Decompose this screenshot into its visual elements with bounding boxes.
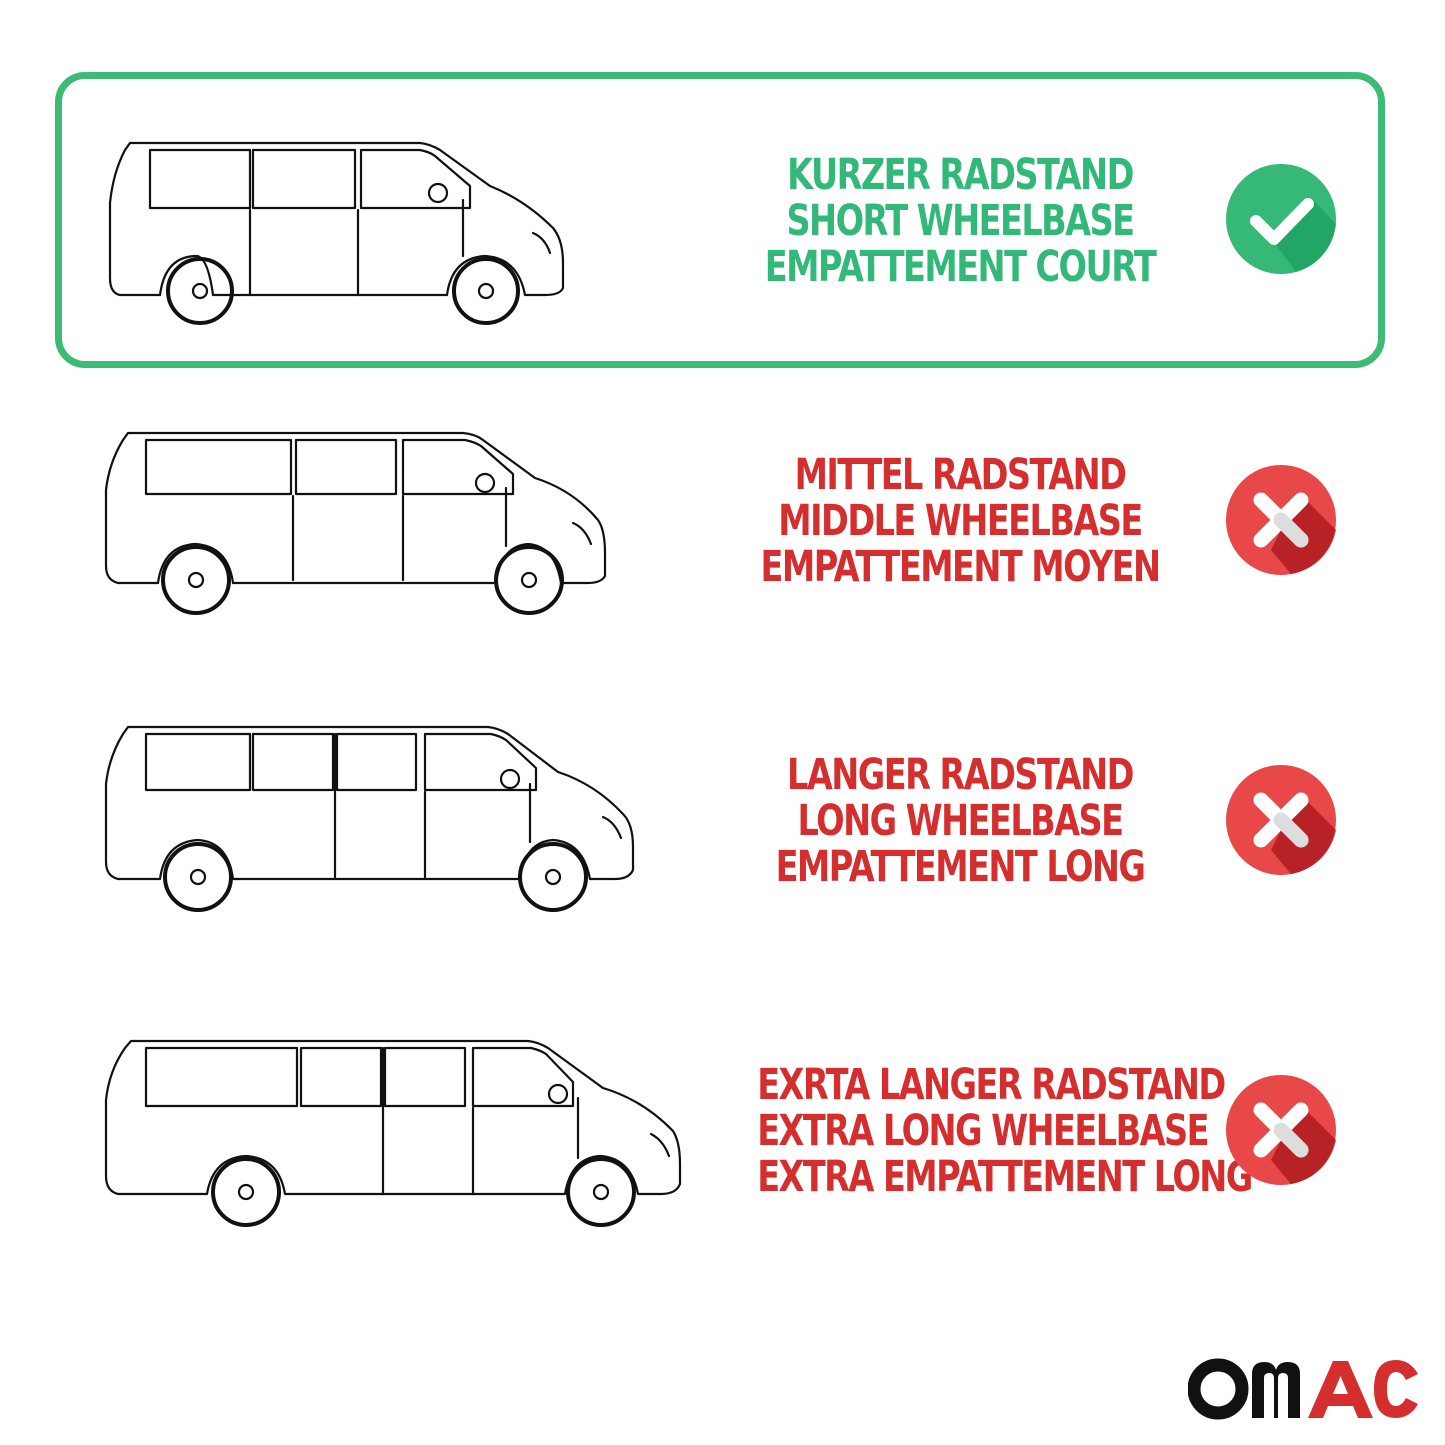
van-extra-long-wheelbase-illustration [103,1036,683,1231]
label-line-en: LONG WHEELBASE [797,796,1125,846]
label-line-fr: EMPATTEMENT LONG [775,842,1146,892]
wheelbase-label-middle: MITTEL RADSTAND MIDDLE WHEELBASE EMPATTE… [757,452,1163,590]
label-line-de: EXRTA LANGER RADSTAND [757,1060,1226,1110]
label-line-en: MIDDLE WHEELBASE [778,496,1143,546]
omac-logo [1188,1356,1420,1422]
wheelbase-label-extra-long: EXRTA LANGER RADSTAND EXTRA LONG WHEELBA… [757,1060,1253,1202]
wheelbase-label-long: LANGER RADSTAND LONG WHEELBASE EMPATTEME… [757,752,1163,890]
label-line-de: LANGER RADSTAND [787,750,1134,800]
van-middle-wheelbase-illustration [103,428,608,618]
wheelbase-label-short: KURZER RADSTAND SHORT WHEELBASE EMPATTEM… [757,152,1163,290]
label-line-fr: EXTRA EMPATTEMENT LONG [757,1152,1253,1202]
van-long-wheelbase-illustration [103,722,638,917]
cross-circle-icon [1226,465,1336,575]
label-line-fr: EMPATTEMENT COURT [764,242,1157,292]
cross-circle-icon [1226,765,1336,875]
van-short-wheelbase-illustration [105,138,570,333]
label-line-de: KURZER RADSTAND [787,150,1134,200]
check-circle-icon [1226,164,1336,274]
cross-circle-icon [1226,1075,1336,1185]
label-line-en: SHORT WHEELBASE [786,196,1135,246]
label-line-de: MITTEL RADSTAND [794,450,1127,500]
label-line-fr: EMPATTEMENT MOYEN [760,542,1162,592]
selected-row-frame [55,72,1385,368]
label-line-en: EXTRA LONG WHEELBASE [757,1106,1209,1156]
